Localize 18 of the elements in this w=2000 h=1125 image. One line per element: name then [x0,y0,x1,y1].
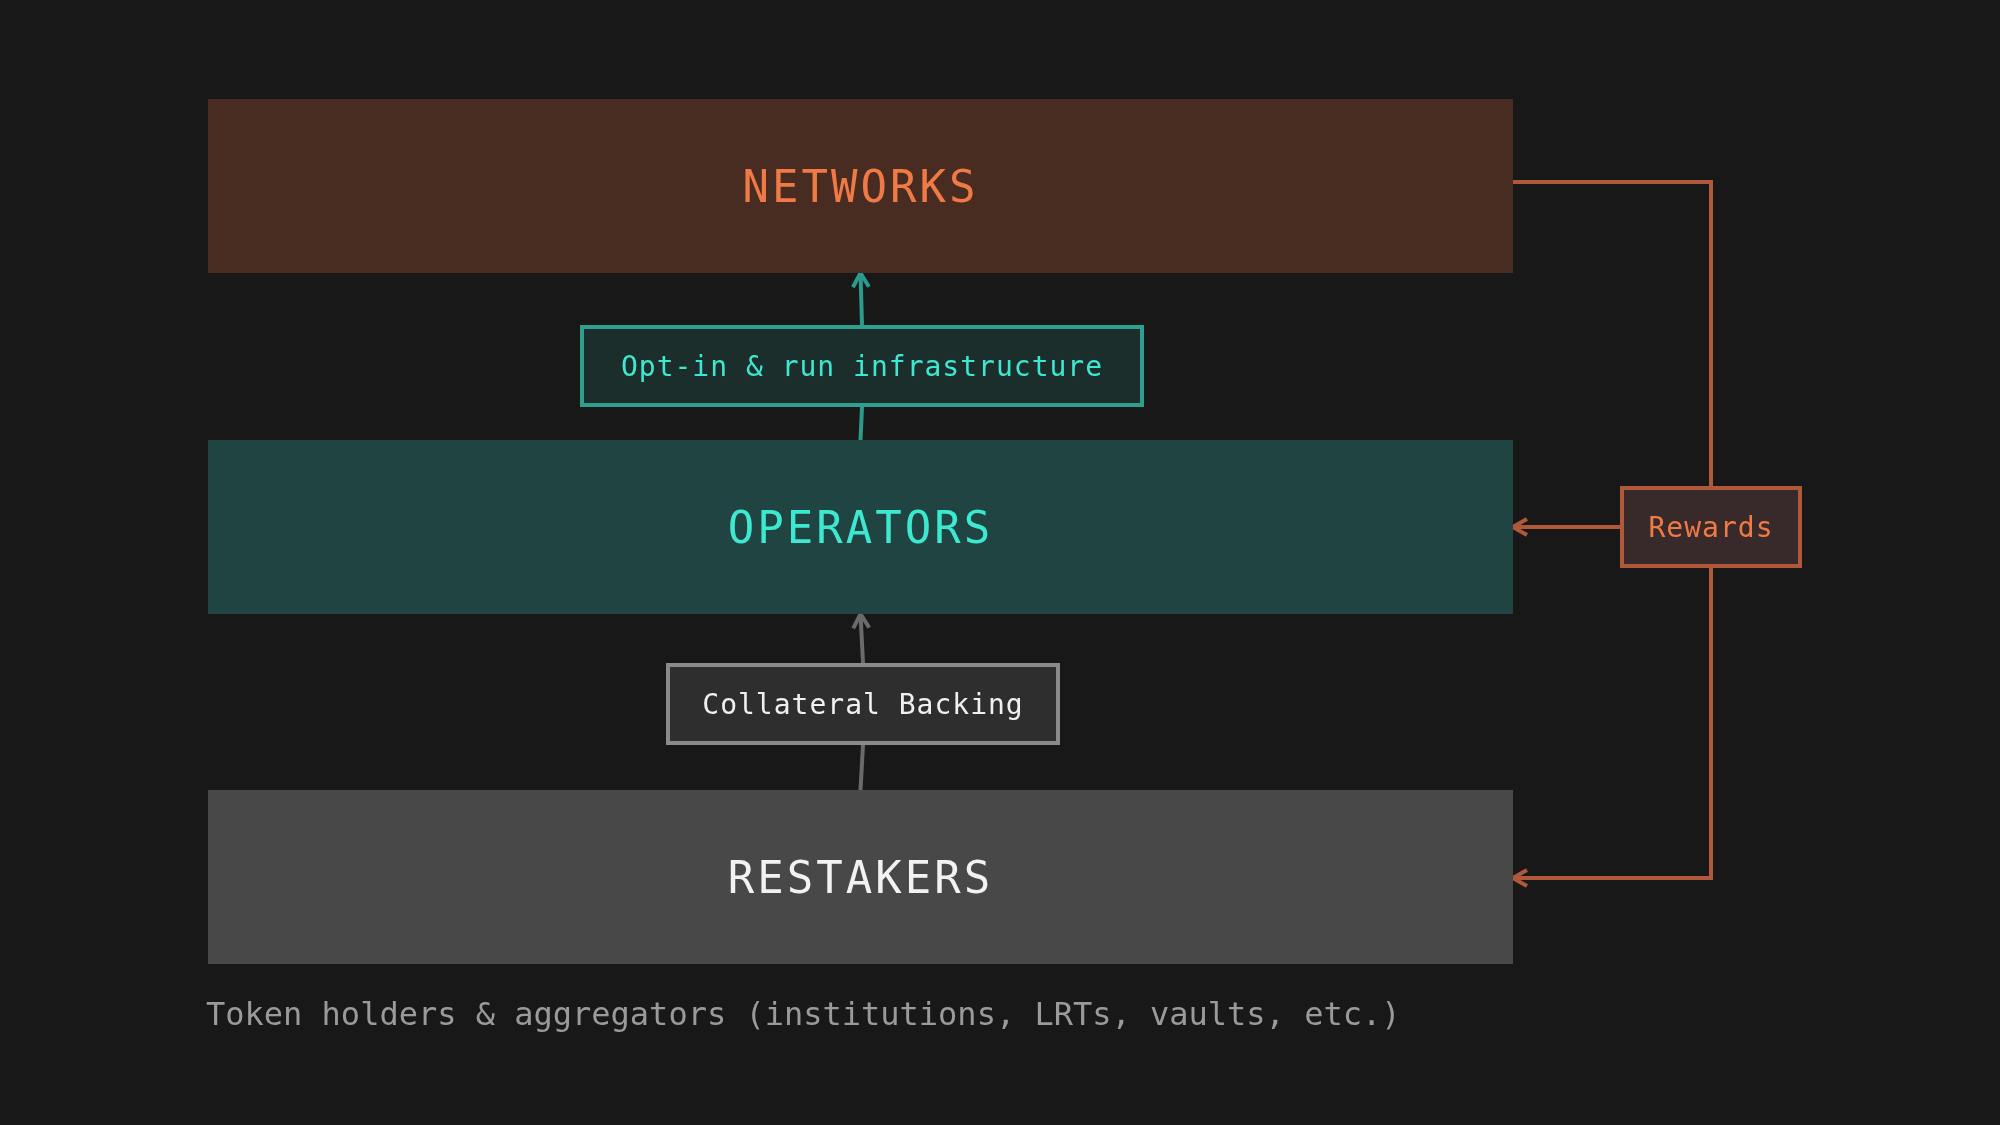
node-label: Rewards [1648,510,1774,544]
node-label: RESTAKERS [727,851,994,903]
node-label: Opt-in & run infrastructure [620,349,1104,383]
connector-line [858,406,864,441]
label-box [580,325,1144,407]
operator-band [208,440,1513,614]
arrow [851,612,872,664]
label-box [666,663,1060,745]
node-label: NETWORKS [742,160,979,212]
network-band [208,99,1513,273]
label-box [1620,486,1802,568]
node-label: Collateral Backing [702,687,1024,721]
connector-line [1513,180,1713,486]
arrow [850,271,871,326]
connector-line [858,744,865,791]
restaker-band [208,790,1513,964]
node-label: OPERATORS [727,501,994,553]
caption-text: Token holders & aggregators (institutions, LRTs, vaults, etc.) [206,995,1401,1033]
